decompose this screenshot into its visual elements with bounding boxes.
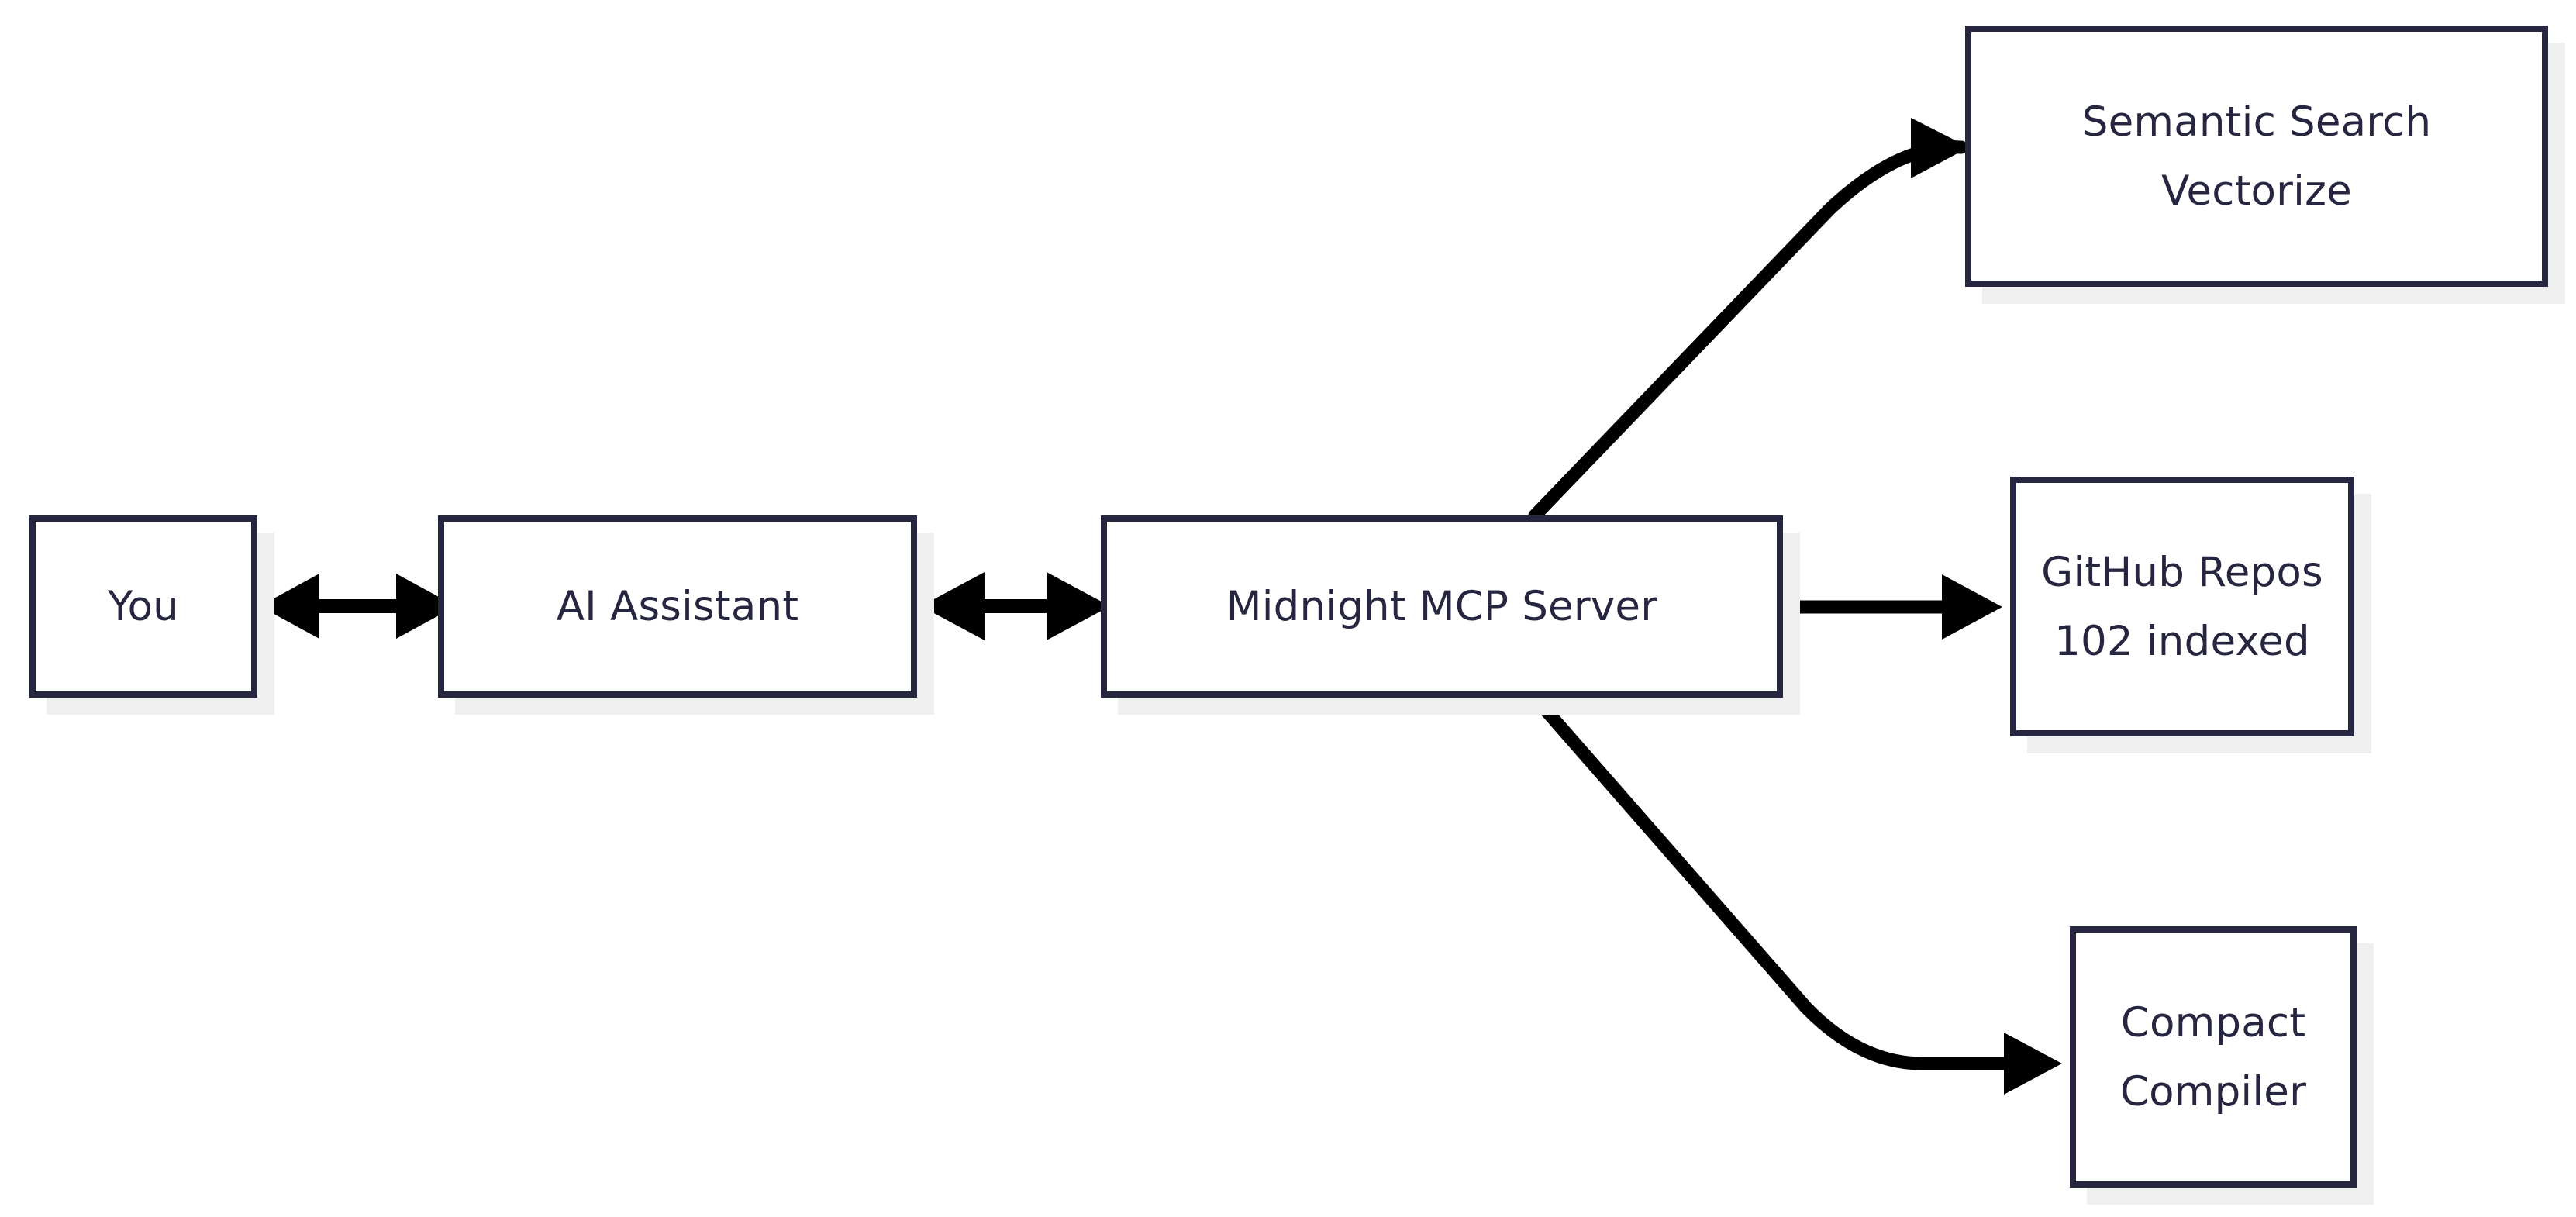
node-semantic-search-label-line-2: Vectorize bbox=[2161, 167, 2352, 215]
node-compact-compiler[interactable]: Compact Compiler bbox=[2070, 926, 2357, 1188]
edge-mcp-server-semantic-search bbox=[1528, 118, 1969, 522]
node-you-label-line-1: You bbox=[108, 583, 179, 630]
node-you[interactable]: You bbox=[29, 515, 257, 698]
node-github-repos-label-line-2: 102 indexed bbox=[2054, 617, 2310, 665]
node-semantic-search-label-line-1: Semantic Search bbox=[2081, 98, 2432, 146]
node-compact-compiler-label-line-1: Compact bbox=[2120, 998, 2306, 1046]
node-midnight-mcp-server[interactable]: Midnight MCP Server bbox=[1101, 515, 1783, 698]
node-github-repos[interactable]: GitHub Repos 102 indexed bbox=[2010, 477, 2354, 736]
edge-you-ai-assistant bbox=[260, 574, 456, 639]
node-midnight-mcp-server-label-line-1: Midnight MCP Server bbox=[1226, 583, 1658, 630]
node-github-repos-label-line-1: GitHub Repos bbox=[2041, 548, 2323, 596]
node-semantic-search-vectorize[interactable]: Semantic Search Vectorize bbox=[1965, 26, 2548, 287]
edge-mcp-server-github-repos bbox=[1783, 574, 2002, 640]
edge-mcp-server-compact-compiler bbox=[1528, 691, 2062, 1095]
edge-ai-assistant-mcp-server bbox=[921, 572, 1110, 640]
node-compact-compiler-label-line-2: Compiler bbox=[2119, 1067, 2307, 1115]
node-ai-assistant[interactable]: AI Assistant bbox=[438, 515, 917, 698]
node-ai-assistant-label-line-1: AI Assistant bbox=[556, 583, 799, 630]
